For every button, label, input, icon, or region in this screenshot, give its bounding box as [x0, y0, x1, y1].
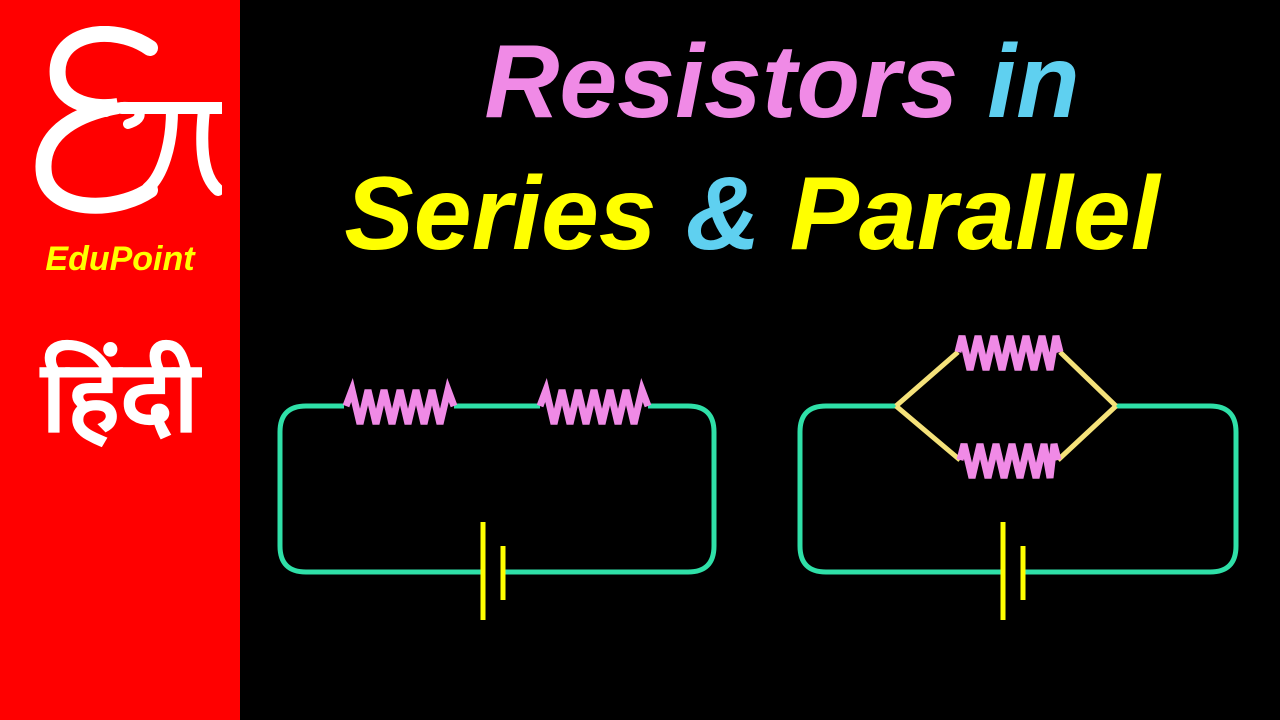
title-word-resistors: Resistors — [484, 24, 959, 140]
e-pi-logo-icon — [35, 26, 222, 214]
series-wire-top — [277, 403, 717, 575]
parallel-resistor-bottom — [956, 443, 1062, 479]
parallel-circuit — [797, 335, 1239, 620]
parallel-branch-wires — [894, 350, 1118, 462]
title-line-2: Series & Parallel — [232, 154, 1272, 274]
title-word-parallel: Parallel — [789, 156, 1160, 272]
parallel-wire — [797, 403, 1239, 575]
title-word-in: in — [987, 24, 1080, 140]
title-line-1: Resistors in — [262, 22, 1280, 142]
brand-name: EduPoint — [45, 240, 195, 278]
language-label: हिंदी — [41, 338, 199, 455]
sidebar: EduPoint हिंदी — [0, 0, 240, 720]
series-resistor-2 — [536, 377, 652, 425]
series-circuit — [277, 377, 717, 620]
title-word-ampersand: & — [685, 156, 761, 272]
parallel-resistor-top — [954, 335, 1064, 371]
title-word-series: Series — [344, 156, 657, 272]
series-resistor-1 — [342, 377, 458, 425]
